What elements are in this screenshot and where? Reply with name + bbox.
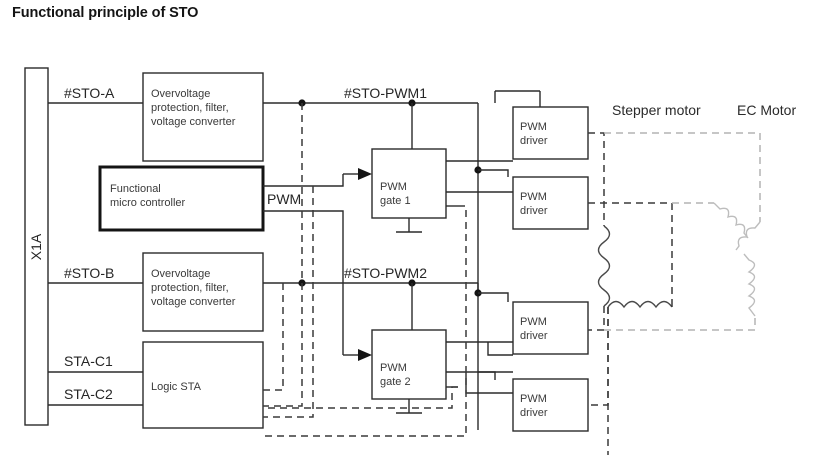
block-overvoltage-a-line3: voltage converter: [151, 116, 236, 128]
label-pwm: PWM: [267, 191, 301, 207]
ground-symbol-gate-2: [396, 399, 422, 414]
block-pwm-gate-1-line1: PWM: [380, 181, 407, 193]
label-sto-b: #STO-B: [64, 265, 114, 281]
stepper-coil-phase-b: [607, 300, 673, 309]
wire-gate2-step-driver4: [465, 372, 513, 394]
block-logic-sta: [142, 341, 264, 429]
block-pwm-gate-1: [371, 148, 447, 219]
block-pwm-gate-2: [371, 329, 447, 400]
dashed-sto-a-feedback: [263, 103, 303, 407]
stepper-phase-a-lead-out: [588, 306, 605, 331]
block-pwm-driver-1: [512, 106, 589, 160]
block-micro-controller: [98, 165, 265, 232]
page-title: Functional principle of STO: [12, 5, 199, 21]
stepper-phase-a-lead-in: [588, 132, 605, 226]
wire-bus-to-driver-2: [478, 169, 509, 177]
dashed-gate1-enable-return: [263, 205, 467, 437]
block-pwm-driver-4-line2: driver: [520, 407, 548, 419]
block-pwm-gate-2-line2: gate 2: [380, 376, 411, 388]
arrowhead-gate2: [358, 349, 372, 361]
block-pwm-driver-3-line1: PWM: [520, 316, 547, 328]
label-stepper-motor: Stepper motor: [612, 102, 701, 118]
block-pwm-gate-1-line2: gate 1: [380, 195, 411, 207]
block-pwm-driver-2: [512, 176, 589, 230]
block-pwm-driver-3: [512, 301, 589, 355]
label-sta-c1: STA-C1: [64, 353, 113, 369]
dashed-sto-b-feedback: [263, 283, 284, 391]
stepper-phase-b-lead-bottom: [607, 300, 673, 455]
block-overvoltage-b-line3: voltage converter: [151, 296, 236, 308]
block-overvoltage-a: [142, 72, 264, 162]
block-overvoltage-a-line2: protection, filter,: [151, 102, 229, 114]
dashed-pwm-enable-feedback: [263, 186, 314, 418]
wire-gate2-step-driver3: [487, 342, 513, 356]
block-pwm-driver-3-line2: driver: [520, 330, 548, 342]
block-pwm-driver-2-line1: PWM: [520, 191, 547, 203]
arrowhead-gate1: [358, 168, 372, 180]
label-sto-a: #STO-A: [64, 85, 115, 101]
wire-driver4-top-stub: [478, 371, 496, 380]
label-sta-c2: STA-C2: [64, 386, 113, 402]
ground-symbol-gate-1: [396, 218, 422, 233]
block-pwm-driver-4-line1: PWM: [520, 393, 547, 405]
stepper-phase-b-return: [588, 307, 609, 406]
block-overvoltage-a-line1: Overvoltage: [151, 88, 210, 100]
block-overvoltage-b-line1: Overvoltage: [151, 268, 210, 280]
label-sto-pwm2: #STO-PWM2: [344, 265, 427, 281]
wire-pwm-out-lower: [263, 210, 344, 355]
block-pwm-driver-1-line2: driver: [520, 135, 548, 147]
block-overvoltage-b: [142, 252, 264, 332]
dashed-gate2-enable-return: [263, 386, 458, 409]
stepper-phase-b-lead-top: [588, 202, 673, 300]
block-micro-controller-line1: Functional: [110, 183, 161, 195]
stepper-coil-phase-a: [597, 225, 611, 307]
ec-motor-star-winding: [713, 202, 761, 317]
block-pwm-driver-1-line1: PWM: [520, 121, 547, 133]
block-pwm-driver-4: [512, 378, 589, 432]
connector-x1a-block: [24, 67, 49, 426]
block-logic-sta-line1: Logic STA: [151, 381, 202, 393]
label-sto-pwm1: #STO-PWM1: [344, 85, 427, 101]
ec-motor-lead-phase-1: [604, 132, 761, 222]
connector-x1a-label: X1A: [28, 233, 44, 260]
block-pwm-gate-2-line1: PWM: [380, 362, 407, 374]
block-micro-controller-line2: micro controller: [110, 197, 186, 209]
wire-pwm-out-upper: [263, 174, 344, 187]
label-ec-motor: EC Motor: [737, 102, 796, 118]
block-overvoltage-b-line2: protection, filter,: [151, 282, 229, 294]
block-pwm-driver-2-line2: driver: [520, 205, 548, 217]
wire-bus-to-driver-3: [478, 292, 509, 302]
